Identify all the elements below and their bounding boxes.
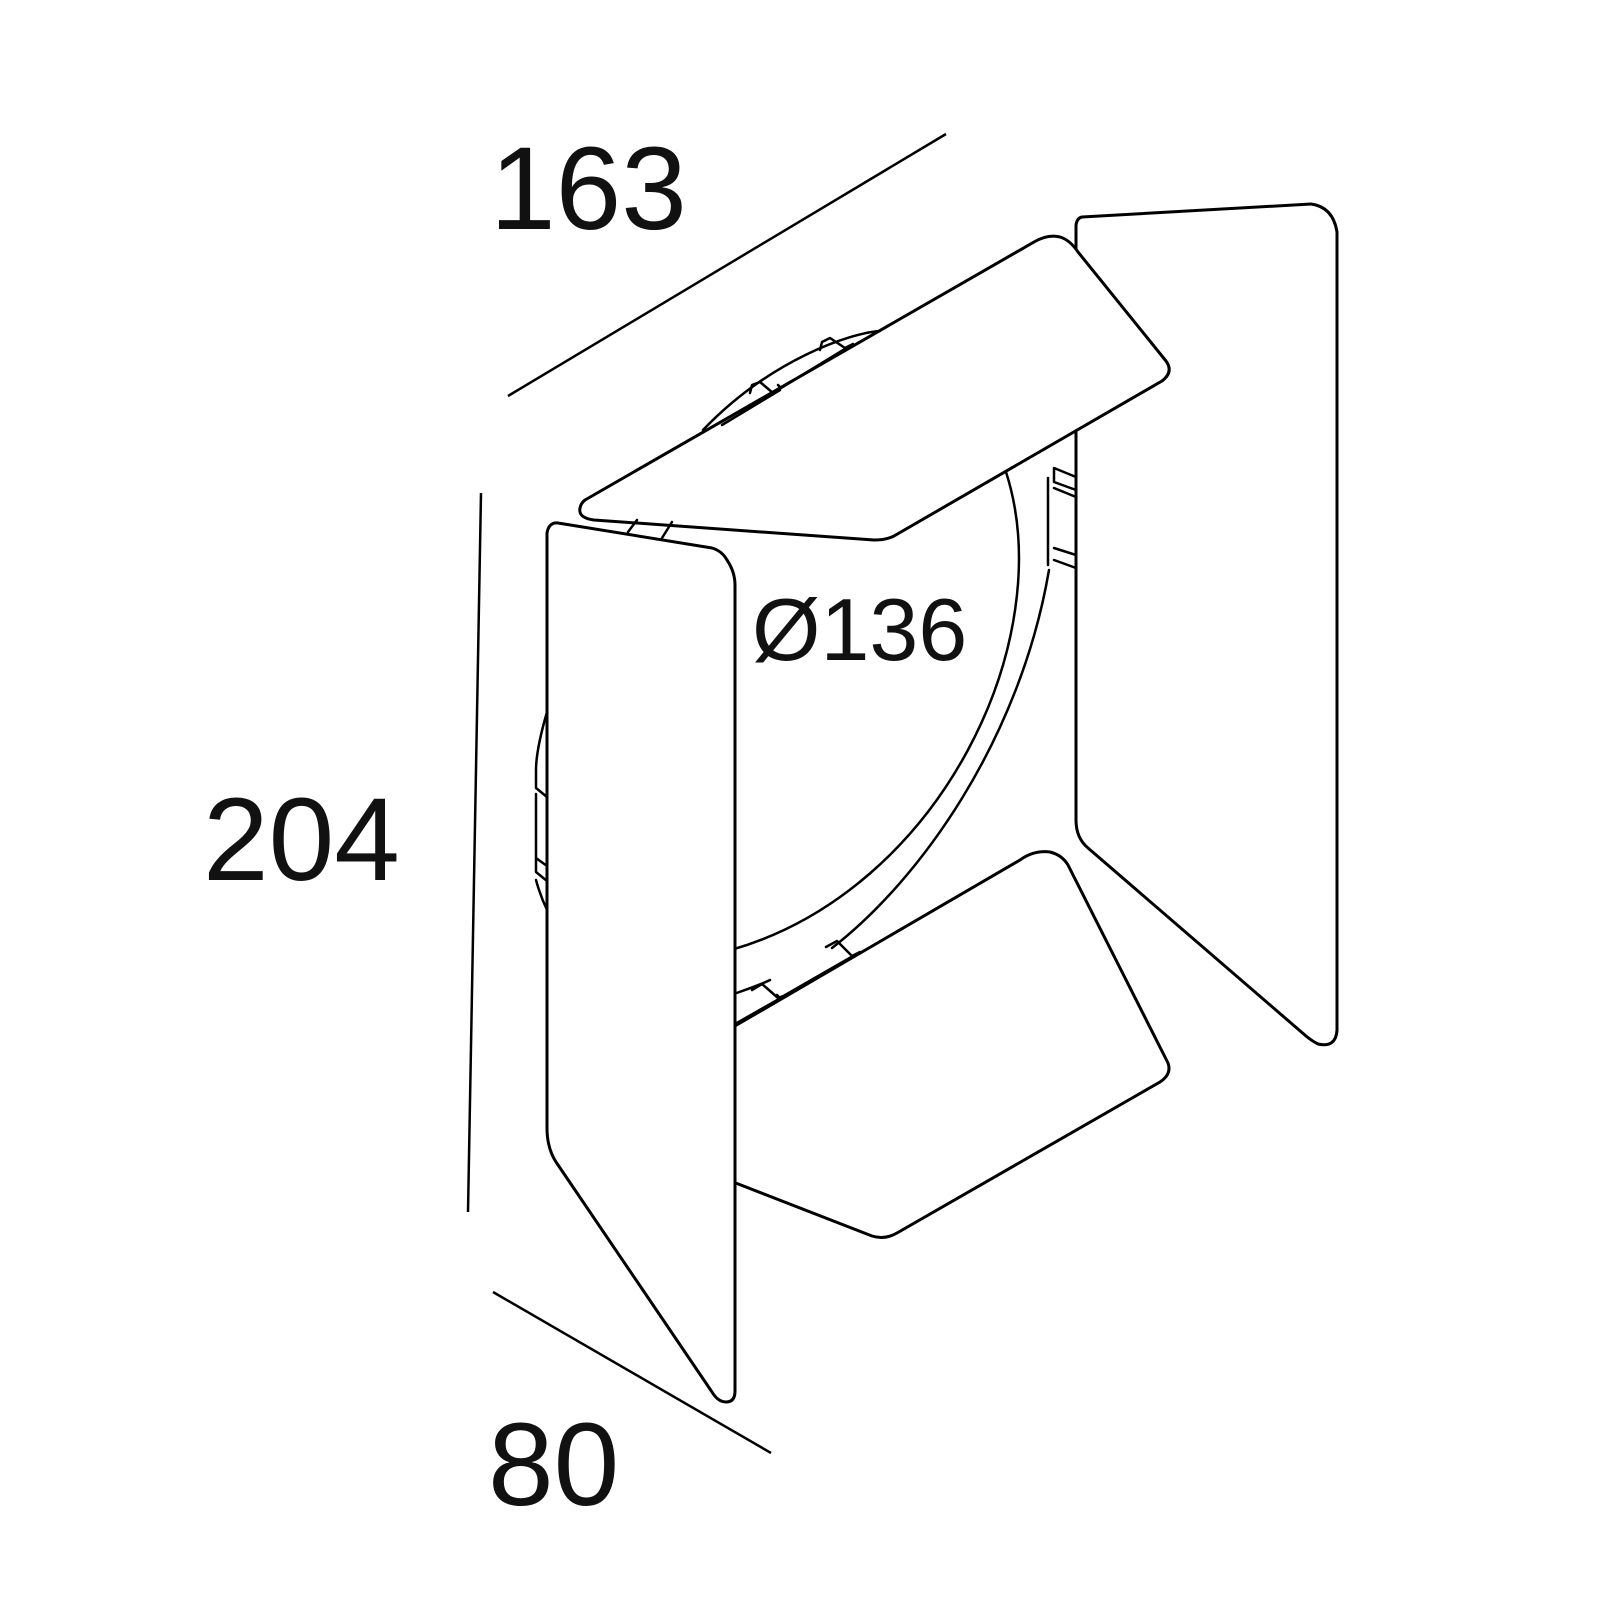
reflector-inner-arc-right	[729, 470, 1021, 952]
top-flap-bracket	[626, 518, 674, 540]
height-label: 204	[203, 774, 400, 906]
right-flap-panel	[1074, 202, 1339, 1047]
width-dimension-line	[507, 132, 947, 398]
top-flap-hinge-lower	[720, 380, 782, 427]
top-flap-panel	[578, 234, 1171, 542]
right-flap	[1046, 202, 1339, 1047]
reflector-outer-arc-right	[830, 568, 1051, 950]
bottom-flap	[726, 850, 1171, 1239]
bottom-flap-panel	[726, 850, 1171, 1239]
top-flap	[578, 234, 1171, 542]
top-flap-hinge-upper	[776, 336, 855, 390]
left-flap	[534, 521, 737, 1404]
right-flap-hinge	[1046, 431, 1078, 577]
left-flap-hinge	[534, 710, 549, 912]
reflector-outer-arc	[701, 329, 882, 432]
dimension-lines	[466, 132, 947, 1455]
width-label: 163	[490, 123, 687, 255]
depth-dimension-line	[492, 1290, 772, 1455]
dimension-labels: 163 204 80 Ø136	[203, 123, 967, 1531]
bottom-flap-hinge-lower	[726, 982, 788, 1030]
reflector-ring	[701, 329, 1051, 997]
left-flap-panel	[545, 521, 737, 1404]
depth-label: 80	[488, 1399, 619, 1531]
diameter-label: Ø136	[752, 580, 967, 679]
height-dimension-line	[466, 492, 483, 1213]
